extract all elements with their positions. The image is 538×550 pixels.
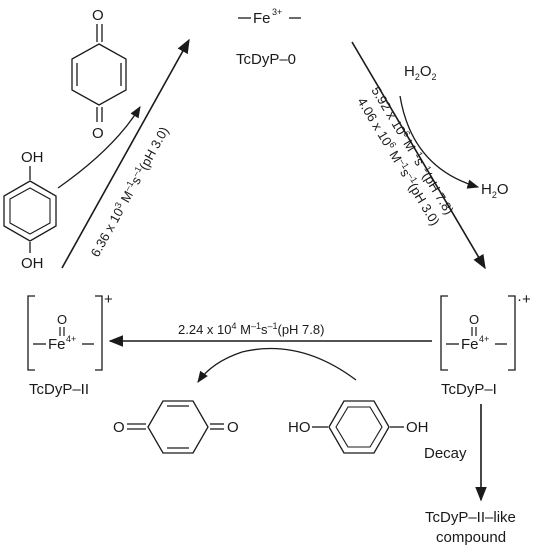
bottom-quinone-o-right: O [227,419,239,436]
resting-fe-charge: 3+ [272,7,282,17]
decay-label: Decay [424,445,467,462]
svg-text:6.36 x 103 M–1s–1(pH 3.0): 6.36 x 103 M–1s–1(pH 3.0) [87,124,172,260]
curved-arrow-right [399,95,480,189]
bottom-quinone-o-left: O [113,419,125,436]
resting-fe-label: Fe [253,10,271,27]
compound-ii-fe-charge: 4+ [66,334,76,344]
curved-arrow-left [57,106,141,189]
quinone-oxygen-bottom: O [92,125,104,142]
compound-i-fe-label: Fe [461,336,479,353]
compound-i-fe-charge: 4+ [479,334,489,344]
benzoquinone-top-left: O O [71,7,127,142]
resting-enzyme: Fe 3+ TcDyP–0 [236,7,301,68]
h2o-label: H2O [481,181,509,200]
bottom-hydroquinone-ho: HO [288,419,311,436]
h2o2-label: H2O2 [404,63,437,82]
benzoquinone-bottom: O O [113,400,239,454]
compound-ii-fe-label: Fe [48,336,66,353]
quinone-oxygen-top: O [92,7,104,24]
compound-ii-oxo: O [57,312,67,327]
curved-arrow-bottom [197,347,357,383]
compound-ii-name: TcDyP–II [29,381,89,398]
compound-ii-charge: + [104,291,113,308]
compound-i: ·+ O Fe 4+ TcDyP–I [440,291,531,398]
compound-i-name: TcDyP–I [441,381,497,398]
decay-product-line1: TcDyP–II–like [425,509,516,526]
arrow-resting-to-compound-i [351,41,486,270]
resting-name: TcDyP–0 [236,51,296,68]
bottom-hydroquinone-oh: OH [406,419,429,436]
rate-label-left: 6.36 x 103 M–1s–1(pH 3.0) [87,124,172,260]
compound-i-oxo: O [469,312,479,327]
compound-i-charge: ·+ [517,291,531,308]
compound-ii: + O Fe 4+ TcDyP–II [27,291,113,398]
arrow-compound-ii-to-resting [61,38,190,269]
decay-product-line2: compound [436,529,506,546]
hydroquinone-oh-bottom: OH [21,255,44,272]
hydroquinone-oh-top: OH [21,149,44,166]
hydroquinone-bottom: HO OH [288,400,429,454]
rate-label-bottom: 2.24 x 104 M–1s–1(pH 7.8) [178,321,324,337]
hydroquinone-left: OH OH [3,149,57,272]
